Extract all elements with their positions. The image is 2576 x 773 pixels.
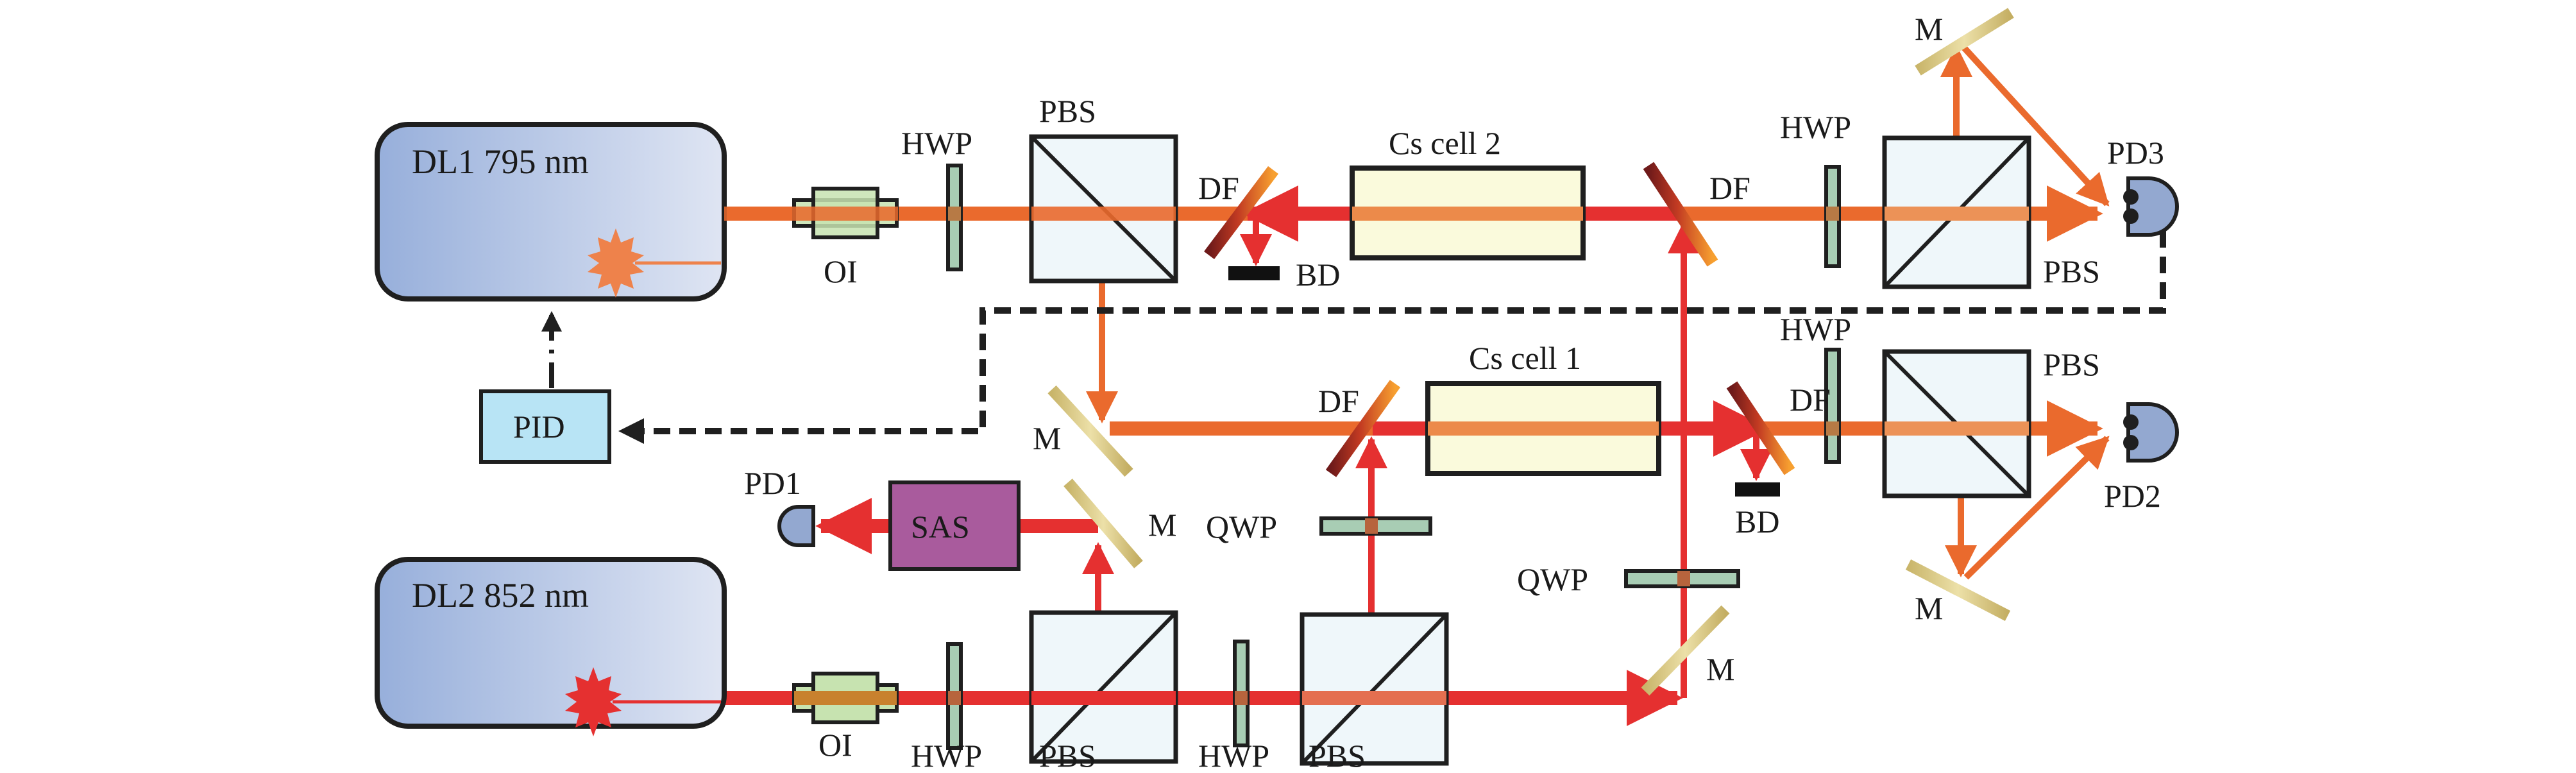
svg-text:DF: DF <box>1198 170 1239 206</box>
isolator-top: OI <box>724 187 899 289</box>
hwp-bottom-2: HWP <box>1198 640 1269 773</box>
pid-controller: PID <box>479 389 611 464</box>
pbs-bottom-2: PBS <box>1300 612 1449 773</box>
laser-dl2-emitter-icon <box>565 667 622 736</box>
svg-text:HWP: HWP <box>911 738 982 773</box>
isolator-top-label: OI <box>824 253 858 289</box>
pbs-bottom-1: PBS <box>1029 610 1178 773</box>
svg-text:M: M <box>1706 651 1734 687</box>
svg-text:PBS: PBS <box>2043 253 2100 289</box>
df-mid-left: DF <box>1318 380 1401 477</box>
mirror-mid-left: M <box>1033 385 1133 477</box>
svg-text:PBS: PBS <box>1039 93 1096 129</box>
svg-text:M: M <box>1915 11 1943 47</box>
mirror-lower-right: M <box>1905 559 2011 626</box>
beam-dump-mid: BD <box>1735 482 1780 539</box>
svg-text:PD1: PD1 <box>744 465 801 501</box>
svg-text:DF: DF <box>1318 383 1359 419</box>
svg-text:M: M <box>1148 507 1176 543</box>
qwp-left: QWP <box>1206 509 1432 545</box>
svg-text:BD: BD <box>1296 257 1340 293</box>
laser-dl1-label: DL1 795 nm <box>412 142 589 181</box>
cs-cell-1: Cs cell 1 <box>1425 340 1661 476</box>
df-mid-right: DF <box>1726 381 1831 475</box>
svg-text:SAS: SAS <box>911 509 970 545</box>
laser-dl1: DL1 795 nm <box>375 122 727 302</box>
svg-text:M: M <box>1915 590 1943 626</box>
photodetector-pd1: PD1 <box>744 465 815 547</box>
svg-text:QWP: QWP <box>1206 509 1277 545</box>
pbs-mid-right: PBS <box>1882 346 2100 498</box>
qwp-right: QWP <box>1517 561 1740 597</box>
svg-text:DF: DF <box>1709 170 1750 206</box>
hwp-bottom-1: HWP <box>911 642 982 773</box>
svg-text:BD: BD <box>1735 504 1779 539</box>
cs-cell-2: Cs cell 2 <box>1350 125 1586 260</box>
svg-text:PD3: PD3 <box>2107 135 2164 171</box>
feedback-pd3-to-pid <box>979 231 2166 433</box>
pbs-top-right: PBS <box>1882 135 2100 289</box>
photodetector-pd2: PD2 <box>2104 402 2179 514</box>
svg-text:QWP: QWP <box>1517 561 1588 597</box>
hwp-top-right: HWP <box>1780 109 1851 268</box>
laser-dl1-emitter-icon <box>588 228 644 298</box>
feedback-lines <box>541 231 2166 444</box>
svg-text:Cs cell 1: Cs cell 1 <box>1469 340 1581 376</box>
svg-text:PD2: PD2 <box>2104 478 2161 514</box>
beam-dump-top: BD <box>1228 257 1340 293</box>
mirror-top-right: M <box>1915 8 2014 76</box>
hwp-mid-right: HWP <box>1780 311 1851 464</box>
isolator-bottom-label: OI <box>818 727 852 763</box>
svg-text:HWP: HWP <box>901 125 972 161</box>
pbs-top-left: PBS <box>1029 93 1178 284</box>
svg-text:HWP: HWP <box>1780 311 1851 347</box>
svg-text:HWP: HWP <box>1780 109 1851 145</box>
svg-text:HWP: HWP <box>1198 738 1269 773</box>
mirror-bottom-right: M <box>1641 605 1734 696</box>
beam-795-pd2-diag <box>1963 436 2110 580</box>
svg-text:DF: DF <box>1790 382 1831 418</box>
svg-text:PBS: PBS <box>1309 738 1366 773</box>
photodetector-pd3: PD3 <box>2107 135 2179 237</box>
hwp-top-1: HWP <box>901 125 972 271</box>
svg-text:PBS: PBS <box>2043 346 2100 382</box>
isolator-bottom: OI <box>792 672 899 763</box>
laser-dl2: DL2 852 nm <box>375 557 727 736</box>
mirror-sas: M <box>1063 479 1176 568</box>
svg-text:PID: PID <box>513 409 565 445</box>
svg-text:M: M <box>1033 420 1061 456</box>
sas-module: SAS <box>888 480 1021 571</box>
svg-text:Cs cell 2: Cs cell 2 <box>1389 125 1501 161</box>
laser-dl2-body <box>375 557 727 729</box>
svg-text:PBS: PBS <box>1039 738 1096 773</box>
laser-dl2-label: DL2 852 nm <box>412 576 589 615</box>
beam-795-pd3-diag <box>1959 42 2110 207</box>
df-top-right: DF <box>1643 162 1750 267</box>
df-top-left: DF <box>1198 166 1278 260</box>
